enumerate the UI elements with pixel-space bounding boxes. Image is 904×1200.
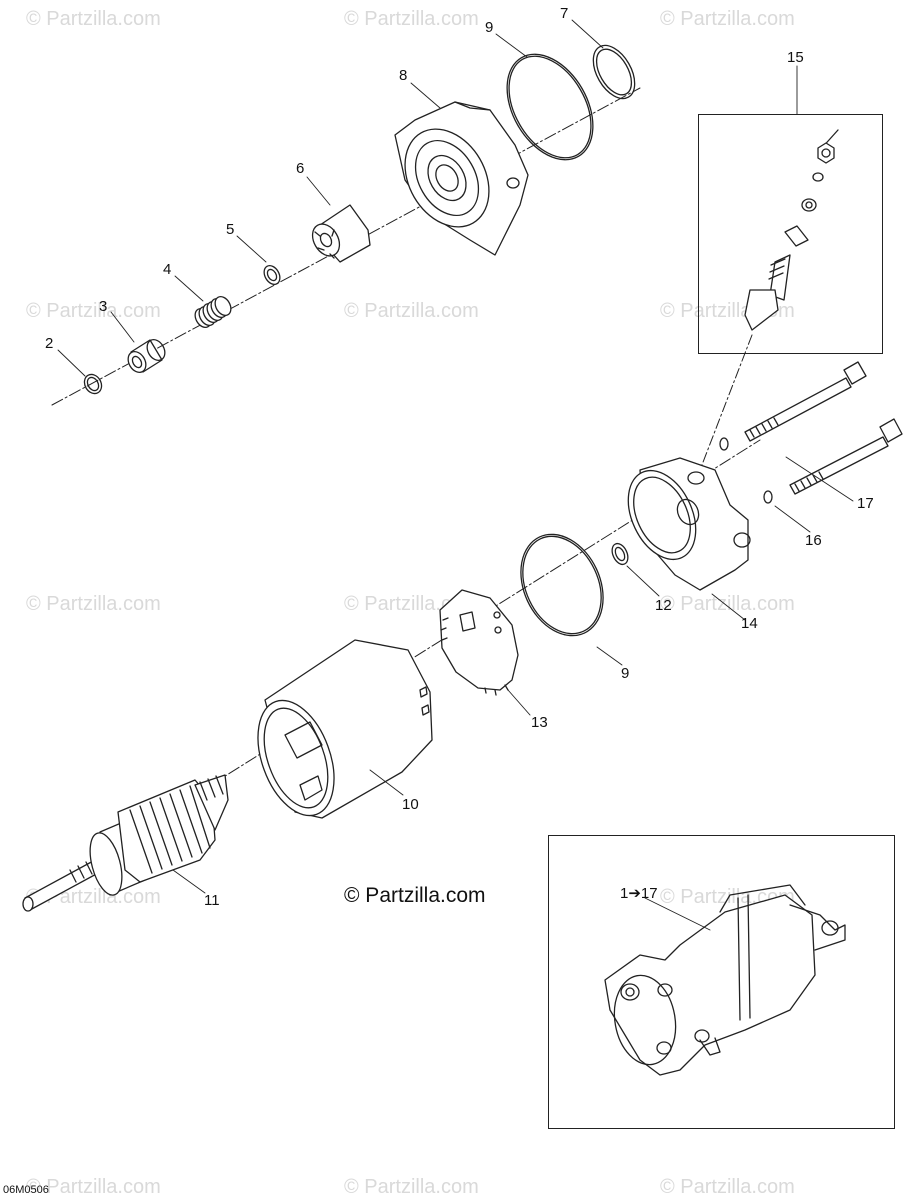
callout-15: 15 <box>787 49 804 66</box>
callout-6: 6 <box>296 160 305 177</box>
callout-12: 12 <box>655 597 672 614</box>
part-5-washer <box>263 265 281 285</box>
watermark: © Partzilla.com <box>26 300 161 322</box>
callout-11: 11 <box>204 892 220 909</box>
copyright-notice: © Partzilla.com <box>344 884 486 907</box>
callout-3: 3 <box>99 298 108 315</box>
part-4-spring <box>194 296 232 328</box>
part-10-motor-housing <box>257 639 433 819</box>
part-3-collar <box>127 339 166 373</box>
callout-9-upper: 9 <box>485 19 494 36</box>
part-8-drive-housing <box>394 101 529 256</box>
callout-5: 5 <box>226 221 235 238</box>
watermark: © Partzilla.com <box>660 593 795 615</box>
watermark: © Partzilla.com <box>344 8 479 30</box>
assembly-range-label: 1➔17 <box>620 885 658 902</box>
watermark: © Partzilla.com <box>660 8 795 30</box>
callout-9-lower: 9 <box>621 665 630 682</box>
callout-17: 17 <box>857 495 874 512</box>
part-11-armature <box>22 774 229 912</box>
callout-7: 7 <box>560 5 569 22</box>
watermark: © Partzilla.com <box>660 1176 795 1198</box>
watermark: © Partzilla.com <box>26 1176 161 1198</box>
figure-code: 06M0506 <box>3 1184 49 1196</box>
callout-16: 16 <box>805 532 822 549</box>
part-15-detail-box <box>698 114 883 354</box>
watermark: © Partzilla.com <box>344 1176 479 1198</box>
part-15-terminal-kit <box>744 129 839 331</box>
assembled-starter-illustration <box>604 884 846 1076</box>
watermark: © Partzilla.com <box>26 8 161 30</box>
part-12-washer <box>611 542 629 566</box>
detail-link-line <box>699 334 753 471</box>
callout-14: 14 <box>741 615 758 632</box>
watermark: © Partzilla.com <box>344 300 479 322</box>
part-6-drive-pinion <box>311 204 371 263</box>
part-9-o-ring-upper <box>506 53 594 161</box>
callout-10: 10 <box>402 796 419 813</box>
part-9-o-ring-lower <box>520 533 604 637</box>
part-17-bolts <box>744 361 903 495</box>
callout-4: 4 <box>163 261 172 278</box>
leader-lines <box>57 19 854 931</box>
part-7-o-ring <box>592 44 636 100</box>
callout-2: 2 <box>45 335 54 352</box>
callout-8: 8 <box>399 67 408 84</box>
part-16-washers <box>719 437 773 504</box>
callout-13: 13 <box>531 714 548 731</box>
part-13-brush-plate <box>439 589 519 696</box>
assembled-starter-box <box>548 835 895 1129</box>
part-14-end-housing <box>627 457 751 591</box>
part-2-snap-ring <box>83 373 103 395</box>
watermark: © Partzilla.com <box>26 593 161 615</box>
